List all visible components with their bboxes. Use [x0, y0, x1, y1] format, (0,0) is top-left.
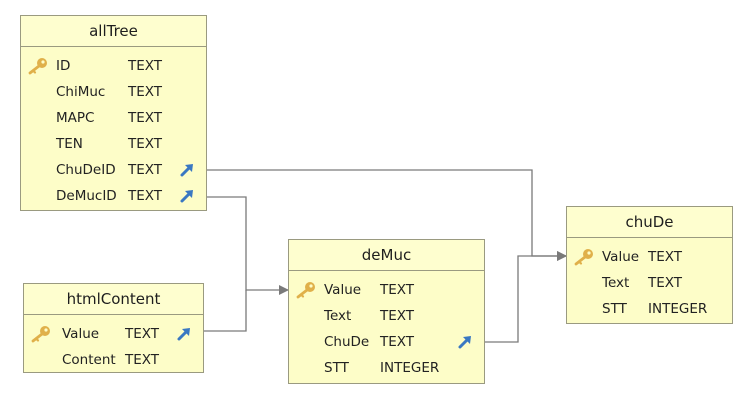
- column-type: TEXT: [648, 249, 683, 265]
- primary-key-icon: [296, 282, 315, 299]
- column-name: MAPC: [56, 110, 95, 126]
- column-type: TEXT: [128, 136, 163, 152]
- column-row[interactable]: ID TEXT: [21, 53, 206, 79]
- column-name: Content: [62, 352, 116, 368]
- column-name: STT: [324, 360, 349, 376]
- column-type: TEXT: [128, 58, 163, 74]
- column-name: Text: [602, 275, 630, 291]
- foreign-key-arrow-icon: [180, 164, 193, 177]
- column-row[interactable]: Content TEXT: [24, 347, 203, 373]
- column-row[interactable]: MAPC TEXT: [21, 105, 206, 131]
- column-row[interactable]: ChuDeID TEXT: [21, 157, 206, 183]
- column-row[interactable]: Value TEXT: [289, 277, 484, 303]
- column-row[interactable]: Value TEXT: [567, 244, 732, 270]
- column-row[interactable]: ChiMuc TEXT: [21, 79, 206, 105]
- column-type: TEXT: [125, 352, 160, 368]
- column-row[interactable]: DeMucID TEXT: [21, 183, 206, 209]
- column-name: Value: [602, 249, 640, 265]
- edge-deMuc-ChuDe-to-chuDe: [485, 251, 567, 343]
- column-type: TEXT: [128, 110, 163, 126]
- column-type: TEXT: [380, 308, 415, 324]
- column-type: TEXT: [128, 188, 163, 204]
- primary-key-icon: [28, 58, 47, 75]
- column-type: INTEGER: [380, 360, 440, 376]
- primary-key-icon: [31, 326, 50, 343]
- foreign-key-arrow-icon: [180, 190, 193, 203]
- column-row[interactable]: Text TEXT: [567, 270, 732, 296]
- column-name: Value: [324, 282, 362, 298]
- foreign-key-arrow-icon: [458, 336, 471, 349]
- primary-key-icon: [574, 249, 593, 266]
- column-type: INTEGER: [648, 301, 708, 317]
- table-title: allTree: [21, 16, 206, 47]
- edge-htmlContent-Value-to-deMuc: [204, 290, 247, 332]
- column-type: TEXT: [648, 275, 683, 291]
- column-row[interactable]: Value TEXT: [24, 321, 203, 347]
- column-name: ChuDe: [324, 334, 370, 350]
- column-name: ChiMuc: [56, 84, 106, 100]
- column-row[interactable]: TEN TEXT: [21, 131, 206, 157]
- table-title: deMuc: [289, 240, 484, 271]
- column-type: TEXT: [128, 162, 163, 178]
- edge-allTree-DeMucID-to-deMuc: [207, 196, 289, 295]
- column-type: TEXT: [380, 334, 415, 350]
- table-title: htmlContent: [24, 284, 203, 315]
- column-name: ID: [56, 58, 71, 74]
- column-row[interactable]: STT INTEGER: [567, 296, 732, 322]
- column-type: TEXT: [125, 326, 160, 342]
- column-name: DeMucID: [56, 188, 117, 204]
- column-name: Text: [324, 308, 352, 324]
- column-name: Value: [62, 326, 100, 342]
- column-row[interactable]: ChuDe TEXT: [289, 329, 484, 355]
- column-type: TEXT: [128, 84, 163, 100]
- column-name: TEN: [56, 136, 83, 152]
- column-name: ChuDeID: [56, 162, 116, 178]
- column-row[interactable]: STT INTEGER: [289, 355, 484, 381]
- column-name: STT: [602, 301, 627, 317]
- column-type: TEXT: [380, 282, 415, 298]
- table-title: chuDe: [567, 207, 732, 238]
- foreign-key-arrow-icon: [177, 328, 190, 341]
- column-row[interactable]: Text TEXT: [289, 303, 484, 329]
